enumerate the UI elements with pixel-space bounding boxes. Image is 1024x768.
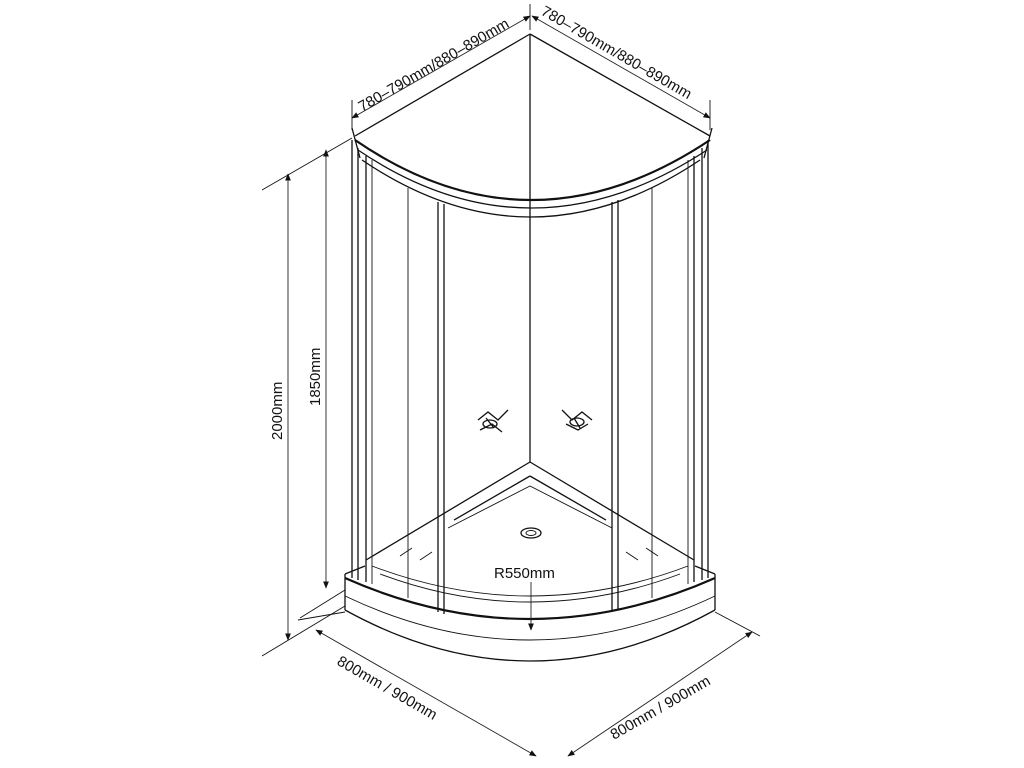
right-sliding-door: [611, 200, 619, 612]
shower-enclosure: [344, 33, 716, 662]
top-right-width-label: 780–790mm/880–890mm: [538, 3, 695, 103]
total-height-label: 2000mm: [269, 382, 286, 440]
dimension-lines: [261, 4, 761, 757]
left-sliding-door: [437, 202, 445, 614]
drain-icon: [520, 527, 542, 539]
door-handle-icon: [477, 409, 509, 433]
shower-tray: [344, 461, 716, 662]
top-left-width-label: 780–790mm/880–890mm: [356, 15, 513, 115]
top-frame: [351, 33, 713, 218]
base-right-label: 800mm / 900mm: [608, 672, 714, 743]
right-fixed-panel: [651, 140, 709, 598]
base-left-label: 800mm / 900mm: [334, 653, 440, 724]
left-fixed-panel: [351, 140, 409, 598]
radius-label: R550mm: [494, 565, 555, 582]
door-height-label: 1850mm: [307, 348, 324, 406]
door-handle-icon: [561, 409, 593, 431]
